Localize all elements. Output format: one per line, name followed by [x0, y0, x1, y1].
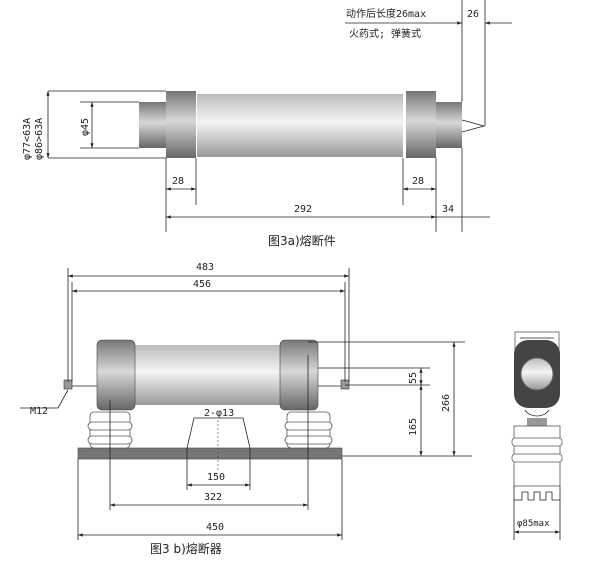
dim-dia-inner: φ45: [80, 118, 91, 136]
dim-insulator-spacing: 322: [204, 492, 222, 503]
fuse-link-drawing: [46, 0, 512, 232]
dim-cap-left: 28: [172, 176, 184, 187]
caption-fuse-link: 图3a)熔断件: [268, 233, 336, 248]
dim-dia-outer: φ77<63A: [22, 118, 33, 160]
dim-base-length: 450: [206, 522, 224, 533]
label-m12: M12: [30, 406, 48, 417]
dim-length: 292: [294, 204, 312, 215]
dim-bolts: 456: [193, 279, 211, 290]
dim-h-165: 165: [408, 418, 419, 436]
dim-end: 34: [442, 204, 454, 215]
dim-cap-right: 28: [412, 176, 424, 187]
dim-striker: 26: [467, 9, 479, 20]
dim-hole-spacing: 150: [207, 472, 225, 483]
fuse-base-drawing: [20, 268, 472, 540]
striker-note-1: 动作后长度26max: [346, 7, 426, 20]
side-view-drawing: [511, 331, 563, 540]
striker-note-2: 火药式; 弹簧式: [349, 27, 421, 40]
dim-h-266: 266: [441, 394, 452, 412]
dim-h-55: 55: [408, 372, 419, 384]
dim-overall: 483: [196, 262, 214, 273]
dim-side-width: φ85max: [517, 519, 550, 529]
caption-fuse-base: 图3 b)熔断器: [150, 541, 222, 556]
dim-holes: 2-φ13: [204, 408, 234, 419]
dim-dia-outer-2: φ86>63A: [34, 118, 45, 160]
